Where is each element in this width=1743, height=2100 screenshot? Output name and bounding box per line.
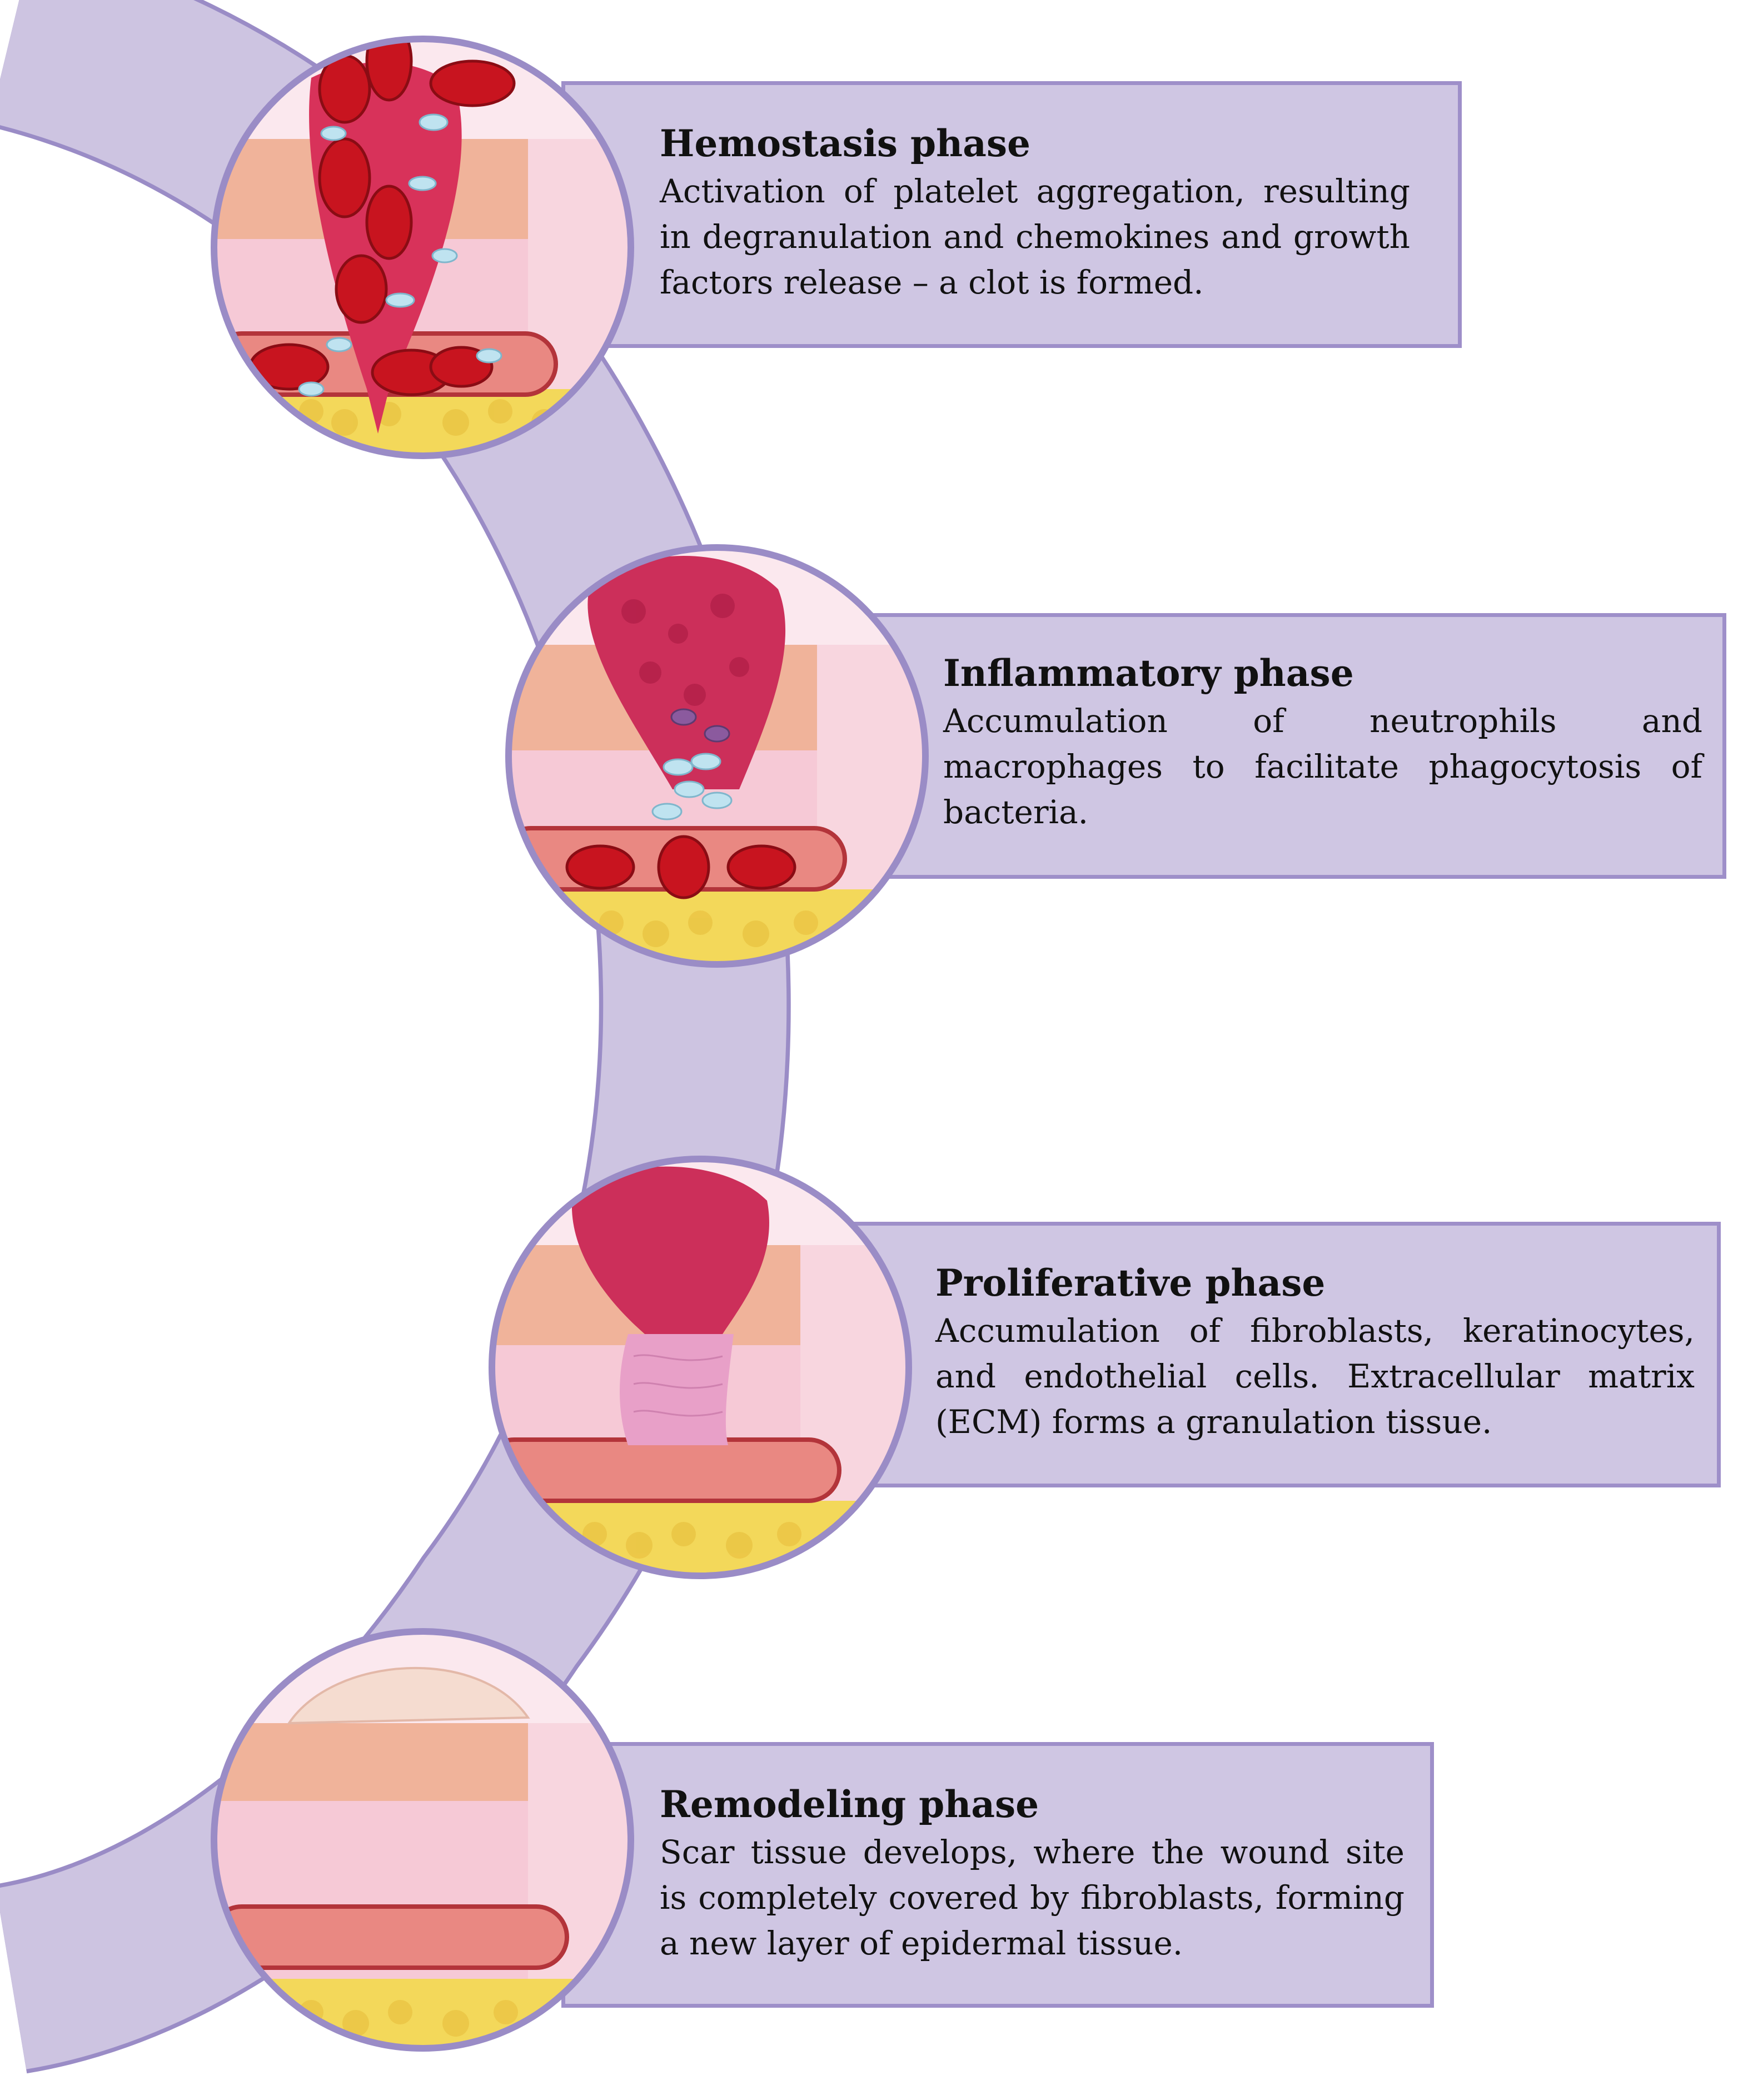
inflammatory-illustration bbox=[505, 544, 929, 968]
proliferative-description: Accumulation of fibroblasts, keratinocyt… bbox=[935, 1312, 1695, 1441]
remodeling-description: Scar tissue develops, where the wound si… bbox=[660, 1833, 1405, 1962]
proliferative-title: Proliferative phase bbox=[935, 1261, 1326, 1305]
inflammatory-description: Accumulation of neutrophils and macropha… bbox=[943, 702, 1702, 831]
remodeling-title: Remodeling phase bbox=[660, 1783, 1039, 1826]
remodeling-card: Remodeling phase Scar tissue develops, w… bbox=[561, 1742, 1434, 2008]
inflammatory-title: Inflammatory phase bbox=[943, 651, 1354, 695]
hemostasis-illustration bbox=[211, 36, 634, 459]
remodeling-illustration bbox=[211, 1628, 634, 2052]
proliferative-illustration bbox=[489, 1156, 912, 1579]
inflammatory-card: Inflammatory phase Accumulation of neutr… bbox=[850, 613, 1726, 879]
hemostasis-card: Hemostasis phase Activation of platelet … bbox=[561, 81, 1462, 348]
hemostasis-title: Hemostasis phase bbox=[660, 122, 1031, 165]
hemostasis-description: Activation of platelet aggregation, resu… bbox=[660, 172, 1410, 301]
